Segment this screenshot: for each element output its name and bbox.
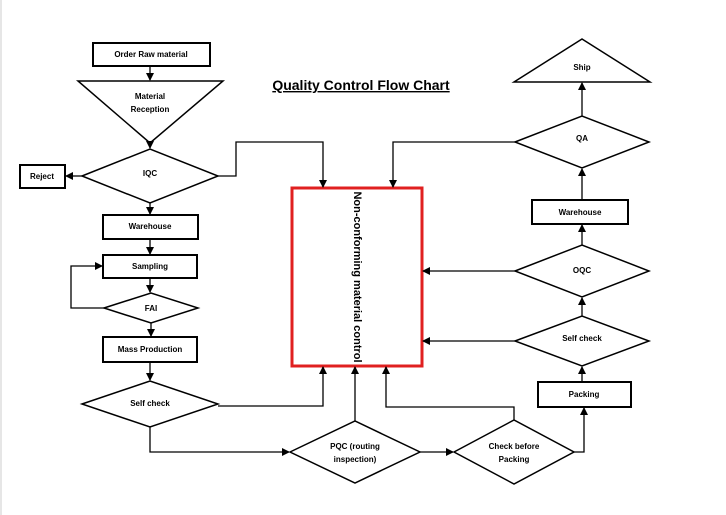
edge-iqc-to-non-conforming bbox=[218, 141, 327, 188]
node-oqc-label: OQC bbox=[573, 266, 591, 275]
chart-title: Quality Control Flow Chart bbox=[272, 77, 450, 93]
node-warehouse-right: Warehouse bbox=[531, 199, 629, 225]
node-pqc-label-line2: inspection) bbox=[334, 455, 377, 464]
node-qa-label: QA bbox=[576, 134, 588, 143]
node-fai: FAI bbox=[101, 292, 201, 324]
node-material-reception: Material Reception bbox=[75, 80, 226, 144]
node-sampling: Sampling bbox=[102, 254, 198, 279]
connectors bbox=[65, 66, 588, 456]
node-check-before-packing-label-line2: Packing bbox=[499, 455, 530, 464]
node-self-check-left: Self check bbox=[79, 380, 221, 428]
node-ship-label: Ship bbox=[573, 63, 590, 72]
node-warehouse-left-label: Warehouse bbox=[129, 222, 172, 231]
node-reject-label: Reject bbox=[30, 172, 54, 181]
node-warehouse-right-label: Warehouse bbox=[559, 208, 602, 217]
node-fai-label: FAI bbox=[145, 304, 157, 313]
node-order-raw-material-label: Order Raw material bbox=[114, 50, 187, 59]
node-self-check-left-label: Self check bbox=[130, 399, 170, 408]
node-pqc-label-line1: PQC (routing bbox=[330, 442, 380, 451]
node-mass-production: Mass Production bbox=[102, 336, 198, 363]
left-edge-shadow bbox=[0, 0, 2, 515]
node-oqc: OQC bbox=[512, 244, 652, 298]
node-iqc: IQC bbox=[79, 148, 221, 204]
node-material-reception-label-line1: Material bbox=[135, 92, 165, 101]
edge-check-before-packing-to-packing bbox=[574, 407, 588, 453]
node-mass-production-label: Mass Production bbox=[118, 345, 183, 354]
node-packing-label: Packing bbox=[569, 390, 600, 399]
node-packing: Packing bbox=[537, 381, 632, 408]
node-non-conforming-label: Non-conforming material control bbox=[351, 191, 363, 362]
node-sampling-label: Sampling bbox=[132, 262, 168, 271]
node-reject: Reject bbox=[19, 164, 66, 189]
node-self-check-right: Self check bbox=[512, 315, 652, 367]
edge-fai-loop-to-sampling bbox=[70, 262, 104, 309]
node-check-before-packing-label-line1: Check before bbox=[489, 442, 540, 451]
node-iqc-label: IQC bbox=[143, 169, 157, 178]
node-warehouse-left: Warehouse bbox=[102, 214, 199, 240]
edge-check-before-packing-to-non-conforming bbox=[382, 366, 515, 420]
node-non-conforming-material-control: Non-conforming material control bbox=[290, 186, 424, 368]
edge-self-check-to-non-conforming bbox=[218, 366, 327, 407]
edge-qa-to-non-conforming bbox=[389, 141, 515, 188]
node-qa: QA bbox=[512, 115, 652, 169]
edge-self-check-to-pqc bbox=[149, 427, 290, 456]
node-check-before-packing: Check before Packing bbox=[452, 419, 576, 485]
node-order-raw-material: Order Raw material bbox=[92, 42, 211, 67]
node-material-reception-label-line2: Reception bbox=[131, 105, 170, 114]
node-ship: Ship bbox=[511, 38, 653, 83]
node-self-check-right-label: Self check bbox=[562, 334, 602, 343]
node-pqc: PQC (routing inspection) bbox=[288, 420, 422, 484]
